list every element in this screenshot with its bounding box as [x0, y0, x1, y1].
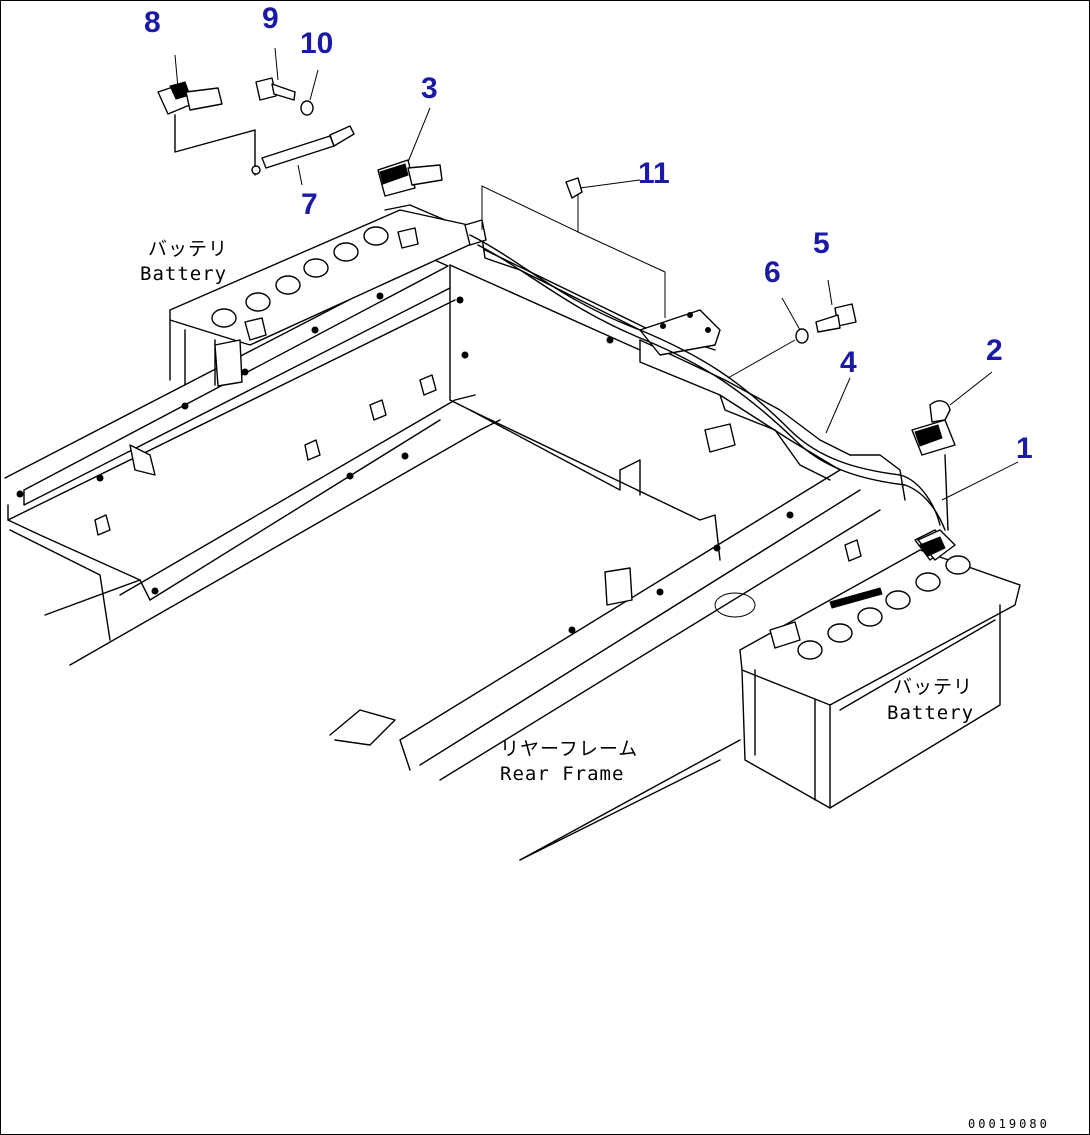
terminal-1	[917, 529, 956, 561]
cable-4	[469, 234, 946, 531]
clip-11	[565, 177, 583, 199]
callout-7: 7	[301, 188, 318, 221]
callout-5: 5	[813, 227, 830, 260]
rear-frame	[4, 237, 906, 861]
washer-10	[300, 100, 314, 116]
battery-right	[739, 529, 1021, 809]
callout-3: 3	[421, 72, 438, 105]
terminal-cover-3	[377, 159, 443, 197]
rear-frame-label-en: Rear Frame	[500, 763, 624, 785]
battery-left-label-jp: バッテリ	[148, 238, 228, 260]
callout-4: 4	[840, 346, 857, 379]
washer-6	[795, 328, 809, 344]
drawing-code: 00019080	[968, 1117, 1050, 1131]
battery-left-label-en: Battery	[140, 263, 227, 285]
terminal-cover-2	[911, 400, 956, 531]
terminal-cover-8	[157, 81, 256, 176]
callout-11: 11	[638, 157, 670, 190]
battery-left	[169, 204, 487, 387]
rear-frame-label-jp: リヤーフレーム	[500, 738, 638, 760]
leader-lines	[174, 47, 1019, 501]
callout-9: 9	[262, 2, 279, 35]
cable-7	[251, 125, 355, 175]
battery-right-label-en: Battery	[887, 702, 974, 724]
callout-10: 10	[300, 27, 333, 60]
callout-8: 8	[144, 6, 161, 39]
callout-6: 6	[764, 256, 781, 289]
callout-2: 2	[986, 334, 1003, 367]
callout-1: 1	[1016, 432, 1033, 465]
bolt-9	[255, 77, 296, 101]
battery-right-label-jp: バッテリ	[893, 676, 973, 698]
bolt-5	[815, 303, 857, 333]
